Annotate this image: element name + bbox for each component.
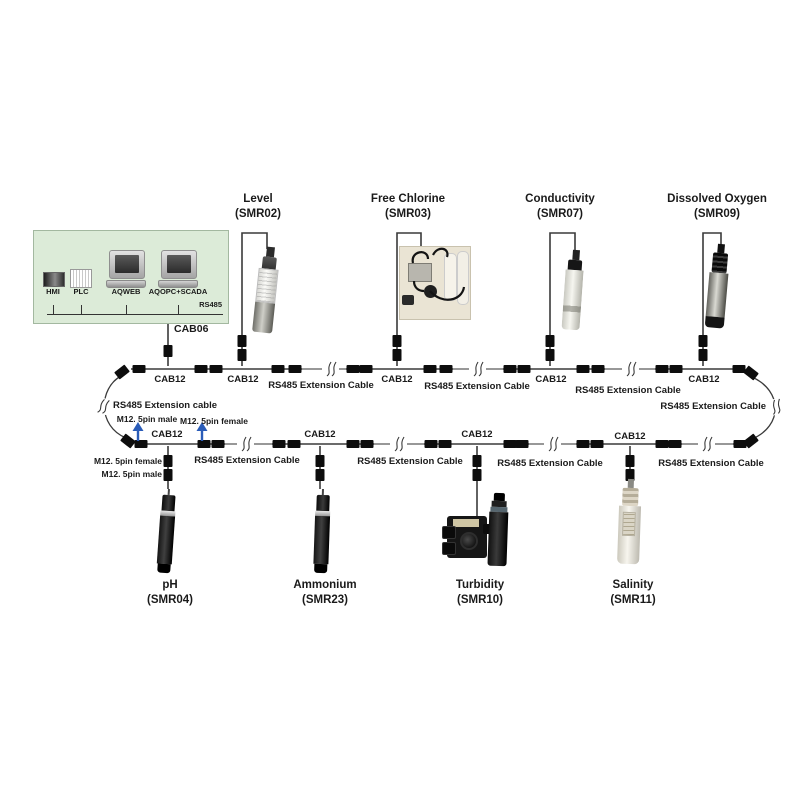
salinity-sensor-image xyxy=(616,478,643,565)
sensor-code: (SMR23) xyxy=(301,594,348,606)
bottom-bus-segment-label-2: RS485 Extension Cable xyxy=(194,455,300,466)
sensor-code: (SMR03) xyxy=(384,208,432,220)
sensor-code: (SMR02) xyxy=(234,208,282,220)
cab06-label: CAB06 xyxy=(174,323,209,335)
sensor-code: (SMR11) xyxy=(610,594,656,606)
m12-pointer-arrows xyxy=(132,422,208,441)
hmi-icon xyxy=(43,272,65,287)
bottom-bus-segment-label-4: RS485 Extension Cable xyxy=(357,456,463,467)
bottom-bus-segment-label-5: CAB12 xyxy=(461,429,493,440)
sensor-code: (SMR09) xyxy=(693,208,740,220)
sensor-code: (SMR04) xyxy=(146,594,194,606)
aqweb-label: AQWEB xyxy=(111,287,141,296)
sensor-code: (SMR10) xyxy=(456,594,503,606)
sensor-name: Turbidity xyxy=(455,579,505,591)
dissolved-oxygen-sensor-label: Dissolved Oxygen (SMR09) xyxy=(667,192,767,222)
rs485-bus-label: RS485 xyxy=(199,300,222,309)
bus-tick xyxy=(80,305,82,314)
sensor-name: pH xyxy=(162,579,178,591)
sensor-name: Ammonium xyxy=(293,579,357,591)
fc-tubing xyxy=(411,247,466,301)
top-bus-segment-label-7: RS485 Extension Cable xyxy=(575,385,681,396)
ammonium-sensor-image xyxy=(312,488,331,574)
plc-label: PLC xyxy=(73,287,89,296)
top-bus-segment-label-8: CAB12 xyxy=(688,374,720,385)
internal-rs485-bus-line xyxy=(47,314,223,315)
top-bus-segment-label-3: RS485 Extension Cable xyxy=(268,380,374,391)
plc-icon xyxy=(70,269,92,288)
bottom-bus-segment-label-7: CAB12 xyxy=(614,431,646,442)
level-sensor-label: Level (SMR02) xyxy=(235,192,281,222)
top-bus-segment-label-6: CAB12 xyxy=(535,374,567,385)
bottom-bus-segment-label-1: CAB12 xyxy=(151,429,183,440)
bus-tick xyxy=(125,305,127,314)
sensor-name: Level xyxy=(243,193,273,205)
sensor-code: (SMR07) xyxy=(536,208,584,220)
m12-arrow-male-label: M12. 5pin male xyxy=(116,414,178,424)
free-chlorine-sensor-label: Free Chlorine (SMR03) xyxy=(371,192,445,222)
bottom-bus-segment-label-6: RS485 Extension Cable xyxy=(497,458,603,469)
bottom-bus-segment-label-8: RS485 Extension Cable xyxy=(658,458,764,469)
top-bus-segment-label-5: RS485 Extension Cable xyxy=(424,381,530,392)
left-loop-label: RS485 Extension cable xyxy=(113,400,218,411)
aqopc-scada-laptop-icon xyxy=(158,250,198,288)
free-chlorine-sensor-image xyxy=(399,246,471,320)
ph-sensor-label: pH (SMR04) xyxy=(147,578,193,608)
control-box: HMI PLC AQWEB AQOPC+SCADA RS485 xyxy=(33,230,229,324)
bus-tick xyxy=(52,305,54,314)
conductivity-sensor-label: Conductivity (SMR07) xyxy=(525,192,595,222)
salinity-sensor-label: Salinity (SMR11) xyxy=(610,578,655,608)
sensor-name: Free Chlorine xyxy=(370,193,446,205)
bus-tick xyxy=(177,305,179,314)
sensor-name: Conductivity xyxy=(525,193,595,205)
aqopc-scada-label: AQOPC+SCADA xyxy=(148,287,208,296)
ammonium-sensor-label: Ammonium (SMR23) xyxy=(293,578,356,608)
aqweb-laptop-icon xyxy=(106,250,146,288)
bottom-bus-segment-label-3: CAB12 xyxy=(304,429,336,440)
sensor-name: Salinity xyxy=(612,579,654,591)
right-loop-label: RS485 Extension Cable xyxy=(660,401,766,412)
m12-drop-female-label: M12. 5pin female xyxy=(93,456,162,466)
sensor-name: Dissolved Oxygen xyxy=(667,193,767,205)
turbidity-flowcell-image xyxy=(442,516,492,558)
turbidity-probe-image xyxy=(486,492,510,567)
top-bus-segment-label-2: CAB12 xyxy=(227,374,259,385)
top-bus-segment-label-4: CAB12 xyxy=(381,374,413,385)
top-bus-segment-label-1: CAB12 xyxy=(154,374,186,385)
m12-arrow-female-label: M12. 5pin female xyxy=(179,416,249,426)
hmi-label: HMI xyxy=(46,287,60,296)
m12-drop-male-label: M12. 5pin male xyxy=(101,469,162,479)
turbidity-sensor-label: Turbidity (SMR10) xyxy=(456,578,504,608)
